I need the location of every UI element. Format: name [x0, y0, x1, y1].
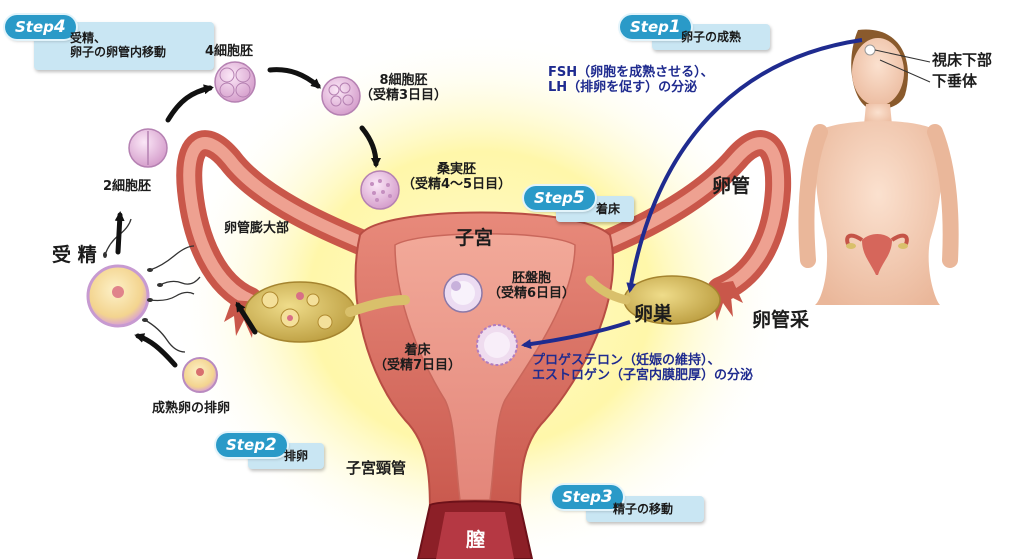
label-blastocyst: 胚盤胞 （受精6日目）: [488, 272, 575, 302]
label-vagina: 膣: [466, 530, 485, 552]
label-2cell: 2細胞胚: [103, 180, 151, 195]
two-cell-embryo: [129, 129, 167, 167]
step4-text: 受精、 卵子の卵管内移動: [70, 31, 166, 60]
pituitary-hormone-text: FSH（卵胞を成熟させる）、 LH（排卵を促す）の分泌: [548, 66, 714, 96]
label-cervix: 子宮頸管: [346, 460, 406, 477]
eight-cell-embryo: [322, 77, 360, 115]
step4-badge: Step4: [5, 15, 76, 39]
step5-text: 着床: [596, 202, 620, 216]
label-oviduct: 卵管: [712, 176, 750, 198]
label-hypothalamus: 視床下部: [932, 52, 992, 69]
implanting-embryo: [477, 325, 517, 365]
label-fertilization: 受 精: [52, 245, 97, 267]
mature-egg: [183, 358, 217, 392]
ovary-hormone-text: プロゲステロン（妊娠の維持）、 エストロゲン（子宮内膜肥厚）の分泌: [532, 354, 753, 384]
step3-text: 精子の移動: [613, 502, 673, 516]
label-ovary: 卵巣: [634, 304, 672, 326]
woman-figure: [806, 30, 950, 305]
fertilized-egg: [88, 266, 148, 326]
label-ampulla: 卵管膨大部: [224, 222, 289, 237]
label-implantation: 着床 （受精7日目）: [374, 344, 461, 374]
four-cell-embryo: [215, 62, 255, 102]
step5-badge: Step5: [524, 186, 595, 210]
blastocyst: [444, 274, 482, 312]
label-pituitary: 下垂体: [932, 73, 977, 90]
step2-text: 排卵: [284, 449, 308, 463]
label-morula: 桑実胚 （受精4～5日目）: [402, 163, 511, 193]
label-ovulation: 成熟卵の排卵: [152, 402, 230, 417]
step2-badge: Step2: [216, 433, 287, 457]
morula: [361, 171, 399, 209]
step1-text: 卵子の成熟: [681, 30, 741, 44]
label-uterus: 子宮: [455, 228, 493, 250]
label-fimbria: 卵管采: [752, 310, 809, 332]
label-4cell: 4細胞胚: [205, 45, 253, 60]
label-8cell: 8細胞胚 （受精3日目）: [360, 74, 447, 104]
